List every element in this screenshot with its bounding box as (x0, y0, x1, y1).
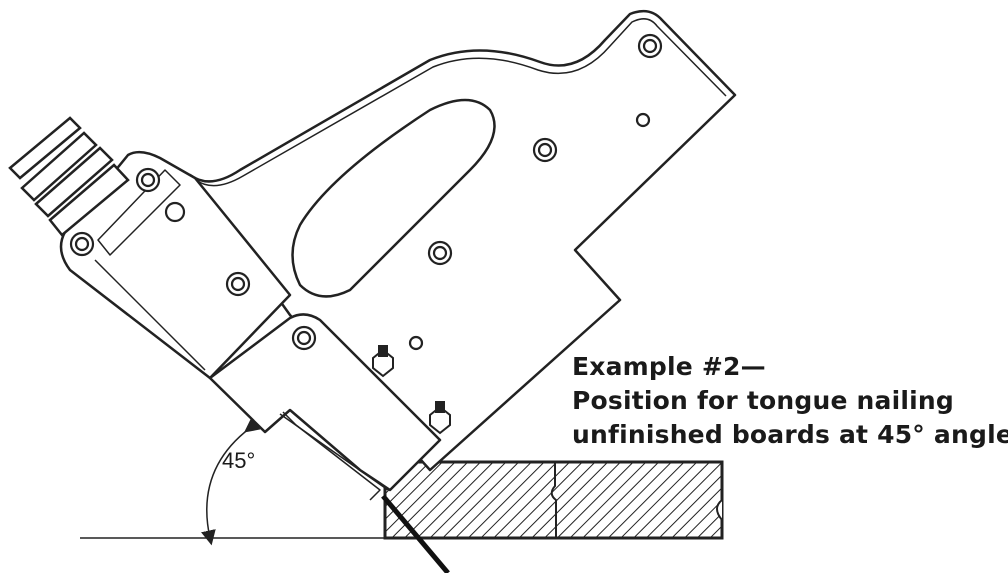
angle-label: 45° (222, 448, 256, 473)
nailer-body (188, 9, 737, 472)
caption-line-3: unfinished boards at 45° angle (572, 420, 1008, 449)
nailer-head (59, 150, 292, 380)
caption-line-1: Example #2— (572, 352, 766, 381)
nailer-foot (208, 313, 442, 501)
caption-line-2: Position for tongue nailing (572, 386, 954, 415)
diagram-caption: Example #2— Position for tongue nailing … (572, 350, 1008, 452)
handle-cap (8, 116, 130, 237)
angle-arc (201, 417, 261, 546)
screws (69, 33, 663, 351)
nail (381, 494, 450, 573)
hex-nuts (372, 345, 451, 435)
floor-board (383, 460, 724, 540)
